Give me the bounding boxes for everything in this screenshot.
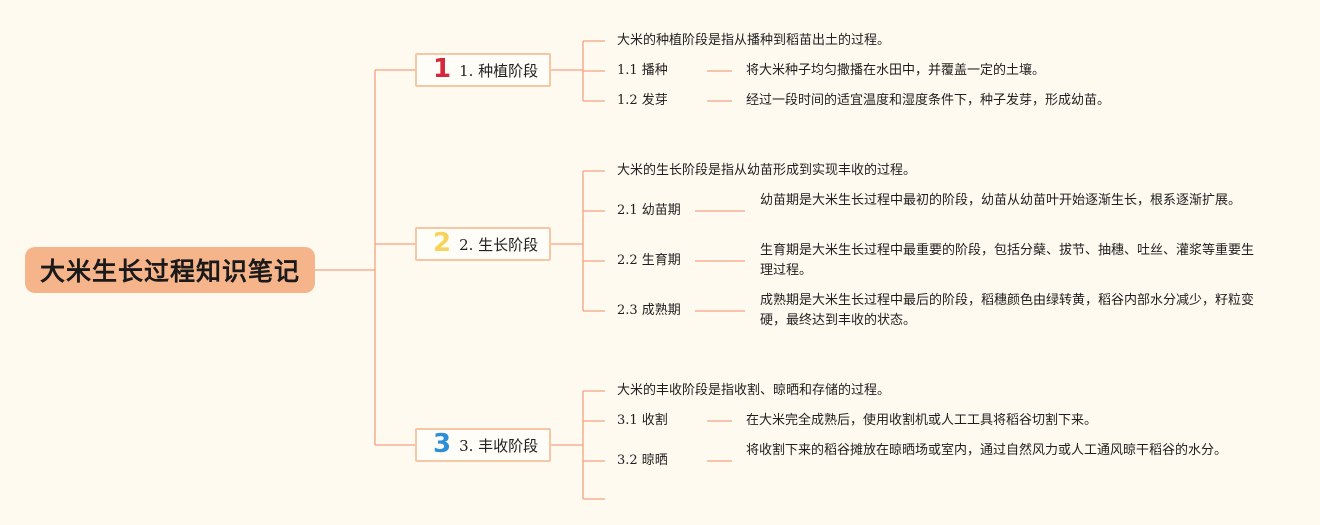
- branch-label: 1. 种植阶段: [459, 61, 539, 80]
- subtopic-description[interactable]: 经过一段时间的适宜温度和湿度条件下，种子发芽，形成幼苗。: [746, 93, 1111, 108]
- branch-intro[interactable]: 大米的丰收阶段是指收割、晾晒和存储的过程。: [617, 383, 891, 398]
- subtopic-label[interactable]: 2.1 幼苗期: [617, 203, 681, 218]
- subtopic-description[interactable]: 在大米完全成熟后，使用收割机或人工工具将稻谷切割下来。: [746, 413, 1098, 428]
- subtopic-label[interactable]: 1.1 播种: [617, 63, 668, 78]
- branch-node-planting[interactable]: 1 1. 种植阶段: [415, 53, 551, 87]
- subtopic-label[interactable]: 1.2 发芽: [617, 93, 668, 108]
- subtopic-label[interactable]: 2.3 成熟期: [617, 303, 681, 318]
- branch-node-growth[interactable]: 2 2. 生长阶段: [415, 227, 551, 261]
- number-2-icon: 2: [433, 228, 452, 258]
- subtopic-description[interactable]: 成熟期是大米生长过程中最后的阶段，稻穗颜色由绿转黄，稻谷内部水分减少，籽粒变硬，…: [760, 293, 1255, 328]
- subtopic-description[interactable]: 生育期是大米生长过程中最重要的阶段，包括分蘖、拔节、抽穗、吐丝、灌浆等重要生理过…: [760, 243, 1255, 278]
- subtopic-label[interactable]: 3.1 收割: [617, 413, 668, 428]
- subtopic-description[interactable]: 将收割下来的稻谷摊放在晾晒场或室内，通过自然风力或人工通风晾干稻谷的水分。: [746, 443, 1228, 458]
- branch-label: 3. 丰收阶段: [459, 436, 539, 455]
- branch-label: 2. 生长阶段: [459, 235, 539, 254]
- branch-intro[interactable]: 大米的生长阶段是指从幼苗形成到实现丰收的过程。: [617, 163, 917, 178]
- subtopic-label[interactable]: 3.2 晾晒: [617, 453, 668, 468]
- subtopic-description[interactable]: 将大米种子均匀撒播在水田中，并覆盖一定的土壤。: [746, 63, 1046, 78]
- subtopic-description[interactable]: 幼苗期是大米生长过程中最初的阶段，幼苗从幼苗叶开始逐渐生长，根系逐渐扩展。: [760, 193, 1242, 208]
- subtopic-label[interactable]: 2.2 生育期: [617, 253, 681, 268]
- root-title: 大米生长过程知识笔记: [39, 257, 300, 286]
- root-topic[interactable]: 大米生长过程知识笔记: [25, 247, 315, 293]
- number-3-icon: 3: [433, 429, 452, 459]
- branch-node-harvest[interactable]: 3 3. 丰收阶段: [415, 428, 551, 462]
- branch-intro[interactable]: 大米的种植阶段是指从播种到稻苗出土的过程。: [617, 33, 891, 48]
- number-1-icon: 1: [433, 54, 452, 84]
